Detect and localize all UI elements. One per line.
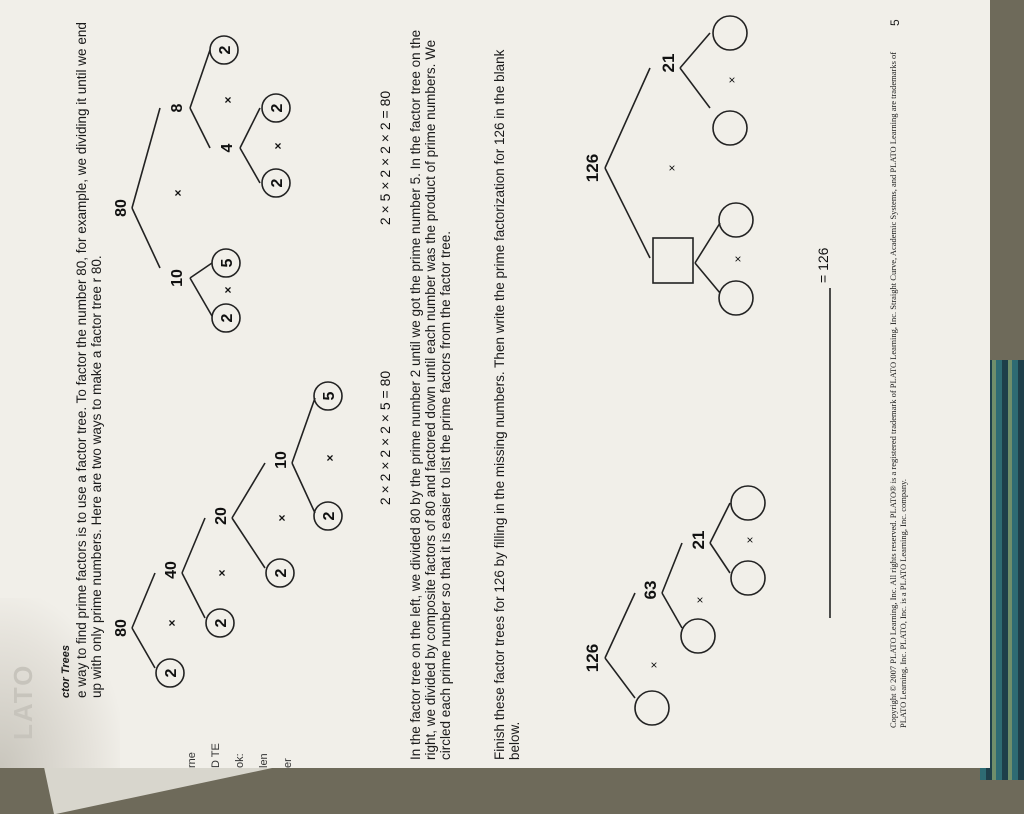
blank-circle[interactable]: [718, 202, 754, 238]
node-value: 20: [213, 507, 230, 525]
times-sign: ×: [323, 454, 337, 461]
node-value: 10: [273, 451, 290, 469]
blank-circle[interactable]: [634, 690, 670, 726]
blank-circle[interactable]: [680, 618, 716, 654]
node-value: 10: [169, 269, 186, 287]
node-value: 5: [321, 391, 338, 400]
times-sign: ×: [171, 189, 185, 196]
node-value: 2: [269, 178, 286, 187]
node-value: 63: [641, 581, 660, 600]
example-trees: 80 2 × 40 2 × 20 2 × 10 2 × 5 80 10 × 8 …: [113, 35, 393, 688]
times-sign: ×: [665, 164, 679, 171]
blank-circle[interactable]: [730, 560, 766, 596]
times-sign: ×: [165, 619, 179, 626]
node-value: 21: [659, 54, 678, 73]
node-value: 4: [219, 143, 236, 152]
exercise-left-root: 126: [583, 644, 602, 672]
node-value: 2: [321, 511, 338, 520]
times-sign: ×: [221, 96, 235, 103]
exercise-right-root: 126: [583, 154, 602, 182]
instruction-text: Finish these factor trees for 126 by fil…: [492, 49, 522, 760]
node-value: 8: [169, 103, 186, 112]
node-value: 40: [163, 561, 180, 579]
times-sign: ×: [275, 514, 289, 521]
tree-left-root: 80: [113, 619, 130, 637]
page-number: 5: [888, 19, 902, 26]
node-value: 2: [219, 313, 236, 322]
worksheet-page: LATO ctor Trees e way to find prime fact…: [0, 0, 990, 768]
times-sign: ×: [647, 661, 661, 668]
tree-right-equation: 2 × 5 × 2 × 2 × 2 = 80: [377, 91, 393, 225]
times-sign: ×: [271, 142, 285, 149]
copyright-footer: Copyright © 2007 PLATO Learning, Inc. Al…: [888, 51, 908, 728]
blank-circle[interactable]: [712, 15, 748, 51]
publisher-logo: LATO: [8, 663, 38, 740]
section-title: ctor Trees: [60, 645, 72, 698]
exercise-trees: 126 × 63 × 21 × 126 × 21 × × = 126: [583, 15, 831, 726]
blank-circle[interactable]: [730, 485, 766, 521]
node-value: 2: [273, 568, 290, 577]
times-sign: ×: [731, 255, 745, 262]
blank-circle[interactable]: [712, 110, 748, 146]
times-sign: ×: [221, 286, 235, 293]
node-value: 2: [217, 45, 234, 54]
node-value: 2: [163, 668, 180, 677]
explanation-text: In the factor tree on the left, we divid…: [408, 29, 453, 760]
answer-suffix: = 126: [815, 247, 831, 283]
times-sign: ×: [215, 569, 229, 576]
times-sign: ×: [743, 536, 757, 543]
blank-box[interactable]: [652, 237, 694, 284]
times-sign: ×: [693, 596, 707, 603]
node-value: 21: [689, 531, 708, 550]
times-sign: ×: [725, 76, 739, 83]
tree-right-root: 80: [113, 199, 130, 217]
tree-left-equation: 2 × 2 × 2 × 2 × 5 = 80: [377, 371, 393, 505]
node-value: 5: [219, 258, 236, 267]
node-value: 2: [269, 103, 286, 112]
node-value: 2: [213, 618, 230, 627]
blank-circle[interactable]: [718, 280, 754, 316]
